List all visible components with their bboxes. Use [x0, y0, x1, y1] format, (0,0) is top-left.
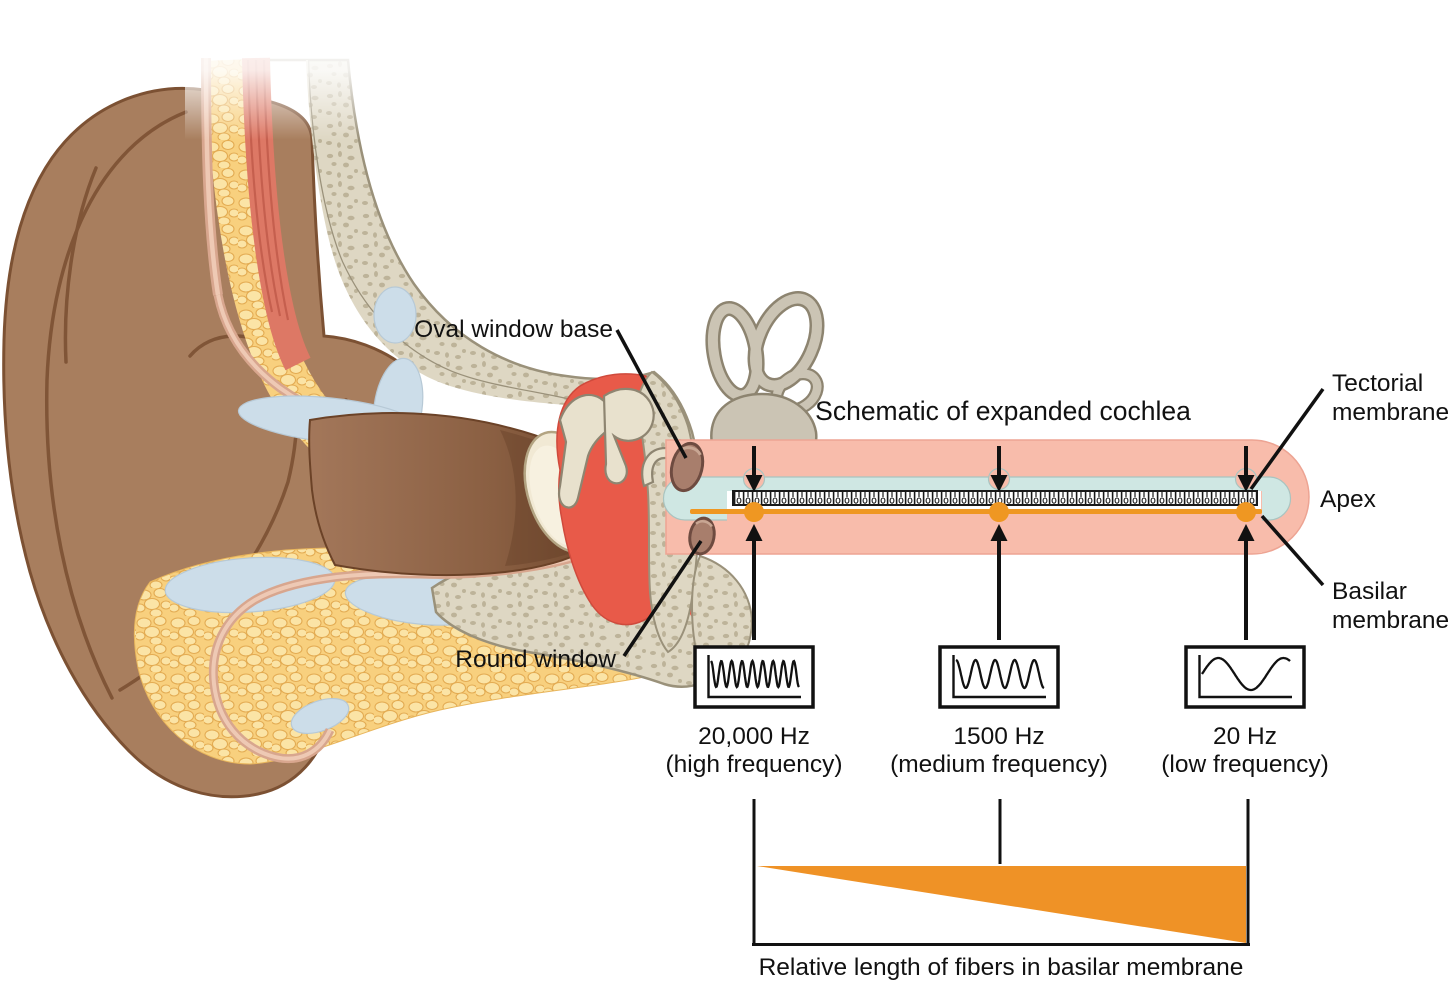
waveform-box-high [693, 645, 815, 709]
wave-high [710, 658, 800, 690]
freq-label-high-desc: (high frequency) [665, 751, 842, 778]
round-window [688, 516, 716, 556]
incus [602, 387, 655, 485]
label-basilar-membrane-2: membrane [1332, 607, 1449, 634]
fiber-length-chart [752, 799, 1250, 946]
freq-label-low-desc: (low frequency) [1161, 751, 1328, 778]
fiber-triangle [757, 866, 1246, 943]
label-basilar-membrane-1: Basilar [1332, 578, 1407, 605]
basilar-bumps [744, 502, 1256, 522]
pointer-tectorial [1249, 387, 1325, 491]
label-tectorial-membrane-1: Tectorial [1332, 370, 1423, 397]
waveform-box-low [1184, 645, 1306, 709]
fiber-chart-caption: Relative length of fibers in basilar mem… [759, 954, 1244, 981]
arrow-down-medium [990, 446, 1008, 492]
pointer-basilar [1260, 514, 1325, 587]
freq-label-low-hz: 20 Hz [1213, 723, 1277, 750]
pointer-lines [615, 329, 1325, 657]
sound-wave-arrows [745, 446, 1255, 640]
malleus [557, 393, 612, 509]
freq-label-medium-hz: 1500 Hz [953, 723, 1044, 750]
frequency-waveform-boxes [693, 645, 1306, 709]
schematic-title: Schematic of expanded cochlea [815, 396, 1191, 426]
cochlea-schematic [615, 329, 1325, 657]
label-apex: Apex [1320, 486, 1376, 513]
wave-low [1201, 656, 1291, 692]
arrow-up-low [1237, 524, 1255, 640]
arrow-up-high [745, 524, 763, 640]
label-tectorial-membrane-2: membrane [1332, 399, 1449, 426]
pointer-oval-window [615, 329, 688, 459]
freq-label-medium-desc: (medium frequency) [890, 751, 1108, 778]
figure-text: Oval window base Round window Schematic … [414, 316, 1449, 981]
arrow-down-high [745, 446, 763, 492]
freq-label-high-hz: 20,000 Hz [698, 723, 810, 750]
top-fade [185, 0, 365, 140]
ear-anatomy-illustration [2, 0, 754, 799]
basilar-membrane-line [690, 509, 1262, 514]
label-round-window: Round window [455, 646, 616, 673]
arrow-down-low [1237, 446, 1255, 492]
wave-medium [955, 658, 1045, 690]
waveform-box-medium [938, 645, 1060, 709]
pointer-round-window [622, 540, 703, 657]
label-oval-window-base: Oval window base [414, 316, 613, 343]
fiber-chart-frame [752, 799, 1250, 946]
oval-window [669, 441, 705, 493]
arrow-up-medium [990, 524, 1008, 640]
